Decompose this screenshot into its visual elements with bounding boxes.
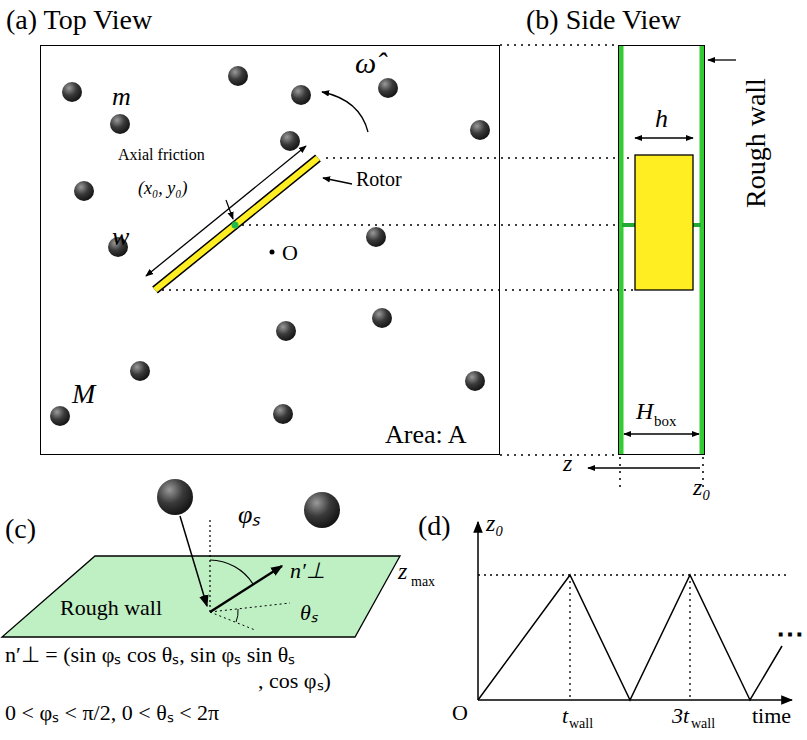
equation: 0 < φₛ < π/2, 0 < θₛ < 2π — [5, 700, 219, 725]
dimension-label: H — [636, 398, 653, 426]
panel-label: (d) — [418, 510, 451, 542]
mass-label: M — [72, 378, 95, 410]
rough-wall-plane: Rough wall — [0, 555, 402, 639]
dimension-label: h — [655, 104, 668, 134]
tick-label: 3t — [672, 703, 689, 728]
axis-subscript: max — [411, 574, 435, 590]
axis-label: z₀ — [486, 510, 504, 538]
vector-label: n′⊥ — [290, 558, 325, 583]
angle-label: θₛ — [300, 600, 318, 625]
leader-line — [226, 200, 233, 219]
coordinate-label: (x₀, y₀) — [138, 178, 187, 199]
equation: n′⊥ = (sin φₛ cos θₛ, sin φₛ sin θₛ — [5, 642, 295, 667]
top-view-panel: (a) Top View — [40, 45, 500, 455]
part-label: Rotor — [356, 168, 402, 191]
particle-mass: m — [112, 82, 131, 112]
dimension-subscript: box — [654, 413, 677, 430]
panel-label: (c) — [5, 513, 36, 545]
wall-motion-plot — [478, 522, 792, 700]
panel-heading: (b) Side View — [526, 4, 681, 36]
origin-label: O — [282, 240, 298, 265]
tick-subscript: wall — [691, 716, 715, 732]
width-arrow — [146, 146, 306, 276]
panel-heading: (a) Top View — [6, 4, 152, 36]
area-label: Area: A — [385, 420, 467, 450]
axis-label: z₀ — [693, 474, 711, 502]
equation: , cos φₛ) — [258, 668, 331, 693]
projection-lines — [162, 45, 703, 492]
rotor-top — [155, 158, 318, 290]
tick-subscript: wall — [569, 716, 593, 732]
plane-label: Rough wall — [60, 595, 162, 620]
particles — [50, 66, 490, 426]
annotation: Axial friction — [118, 146, 205, 164]
axis-label: time — [752, 703, 791, 728]
center-dot — [270, 250, 275, 255]
continuation-mark: ⋯ — [776, 618, 804, 650]
vector-sketch — [210, 603, 290, 630]
rotation-arrow — [322, 92, 368, 132]
angle-label: φₛ — [238, 500, 260, 530]
side-view-art — [588, 45, 736, 468]
axis-label: z — [563, 450, 572, 478]
axis-label: z — [398, 558, 407, 586]
rotation-symbol: ω̂ — [355, 46, 376, 81]
wall-label: Rough wall — [740, 78, 772, 208]
dimension-label: w — [112, 222, 129, 252]
tick-label: t — [562, 703, 568, 728]
origin-label: O — [452, 700, 468, 725]
leader-line — [323, 178, 352, 184]
